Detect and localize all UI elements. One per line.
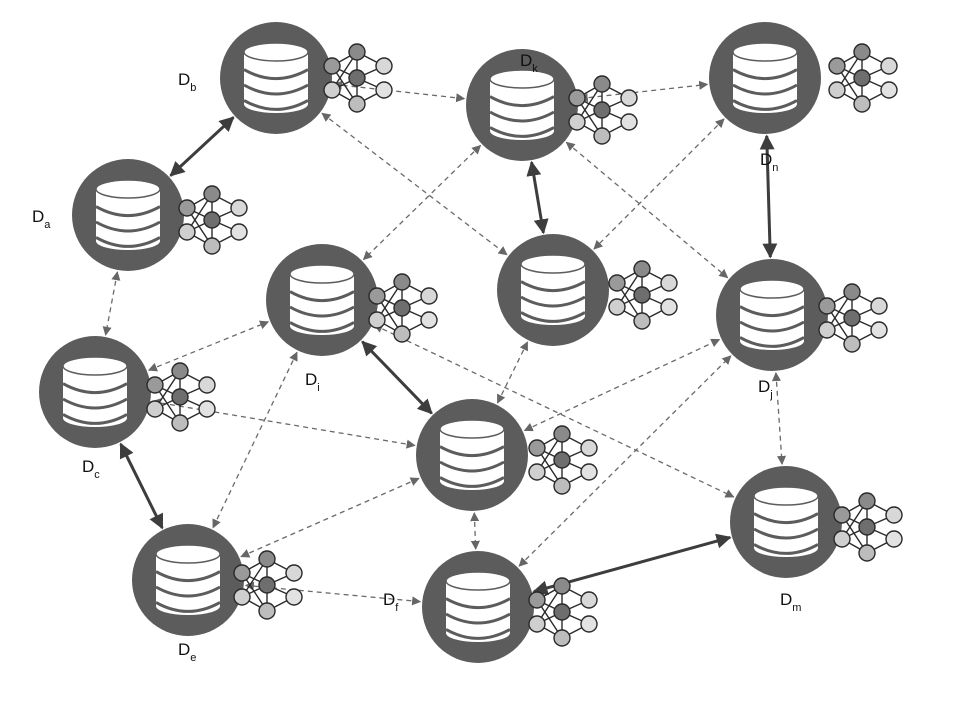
edge-n-mid bbox=[593, 118, 725, 250]
database-icon bbox=[289, 264, 355, 335]
label-main: D bbox=[32, 207, 44, 226]
label-main: D bbox=[178, 70, 190, 89]
label-main: D bbox=[82, 457, 94, 476]
node-label-j: Dj bbox=[758, 377, 773, 401]
neural-network-icon bbox=[833, 492, 903, 562]
label-sub: k bbox=[532, 63, 538, 75]
neural-network-icon bbox=[608, 260, 678, 330]
edge-c-i bbox=[147, 320, 270, 372]
node-label-k: Dk bbox=[520, 51, 538, 75]
edge-i-center bbox=[361, 340, 433, 415]
label-main: D bbox=[758, 377, 770, 396]
node-i: Di bbox=[266, 244, 438, 394]
node-a: Da bbox=[32, 159, 248, 271]
database-icon bbox=[62, 356, 128, 427]
edge-b-mid bbox=[321, 112, 508, 256]
edge-i-m bbox=[373, 324, 735, 498]
node-label-i: Di bbox=[305, 370, 320, 394]
edge-center-f bbox=[470, 512, 480, 550]
node-f: Df bbox=[383, 551, 598, 663]
edge-center-mid bbox=[496, 341, 529, 404]
label-main: D bbox=[383, 590, 395, 609]
database-icon bbox=[445, 571, 511, 642]
node-j: Dj bbox=[716, 259, 888, 401]
node-e: De bbox=[132, 524, 303, 664]
node-m: Dm bbox=[730, 466, 903, 614]
node-n: Dn bbox=[709, 22, 898, 174]
label-main: D bbox=[178, 640, 190, 659]
node-label-a: Da bbox=[32, 207, 51, 231]
neural-network-icon bbox=[178, 185, 248, 255]
database-icon bbox=[439, 419, 505, 490]
label-main: D bbox=[520, 51, 532, 70]
edge-k-j bbox=[565, 141, 729, 279]
node-mid bbox=[497, 234, 678, 346]
database-icon bbox=[753, 486, 819, 557]
edge-a-b bbox=[169, 116, 235, 177]
label-sub: e bbox=[190, 652, 196, 664]
neural-network-icon bbox=[528, 425, 598, 495]
edge-k-mid bbox=[526, 160, 549, 235]
label-sub: m bbox=[792, 602, 801, 614]
node-b: Db bbox=[178, 22, 393, 134]
node-label-c: Dc bbox=[82, 457, 100, 481]
node-label-m: Dm bbox=[780, 590, 801, 614]
edge-n-j bbox=[759, 134, 778, 259]
neural-network-icon bbox=[233, 550, 303, 620]
edge-j-m bbox=[771, 371, 787, 466]
label-sub: a bbox=[44, 219, 51, 231]
edge-i-e bbox=[212, 351, 298, 529]
label-sub: f bbox=[395, 602, 399, 614]
edge-k-i bbox=[362, 144, 482, 261]
node-label-b: Db bbox=[178, 70, 196, 94]
edge-center-j bbox=[523, 338, 721, 432]
edge-e-center bbox=[240, 477, 420, 558]
database-icon bbox=[243, 42, 309, 113]
edge-a-c bbox=[102, 271, 121, 336]
edge-f-j bbox=[518, 355, 732, 567]
database-icon bbox=[489, 69, 555, 140]
label-main: D bbox=[780, 590, 792, 609]
node-center bbox=[416, 399, 598, 511]
label-sub: c bbox=[94, 469, 100, 481]
node-label-f: Df bbox=[383, 590, 399, 614]
neural-network-icon bbox=[828, 43, 898, 113]
database-icon bbox=[739, 279, 805, 350]
neural-network-icon bbox=[568, 75, 638, 145]
label-sub: b bbox=[190, 82, 196, 94]
neural-network-icon bbox=[528, 577, 598, 647]
database-icon bbox=[732, 42, 798, 113]
label-sub: i bbox=[317, 382, 319, 394]
label-main: D bbox=[760, 150, 772, 169]
neural-network-icon bbox=[368, 273, 438, 343]
database-icon bbox=[95, 179, 161, 250]
label-sub: n bbox=[772, 162, 778, 174]
edges-layer bbox=[102, 80, 787, 606]
edge-c-center bbox=[151, 398, 416, 449]
edge-k-n bbox=[578, 80, 709, 103]
label-sub: j bbox=[769, 389, 772, 401]
neural-network-icon bbox=[146, 362, 216, 432]
database-icon bbox=[520, 254, 586, 325]
node-label-e: De bbox=[178, 640, 196, 664]
neural-network-icon bbox=[323, 43, 393, 113]
node-k: Dk bbox=[466, 49, 638, 161]
label-main: D bbox=[305, 370, 317, 389]
node-c: Dc bbox=[39, 336, 216, 481]
database-icon bbox=[155, 544, 221, 615]
edge-b-k bbox=[332, 80, 466, 103]
node-label-n: Dn bbox=[760, 150, 778, 174]
neural-network-icon bbox=[818, 283, 888, 353]
edge-c-e bbox=[119, 442, 164, 530]
